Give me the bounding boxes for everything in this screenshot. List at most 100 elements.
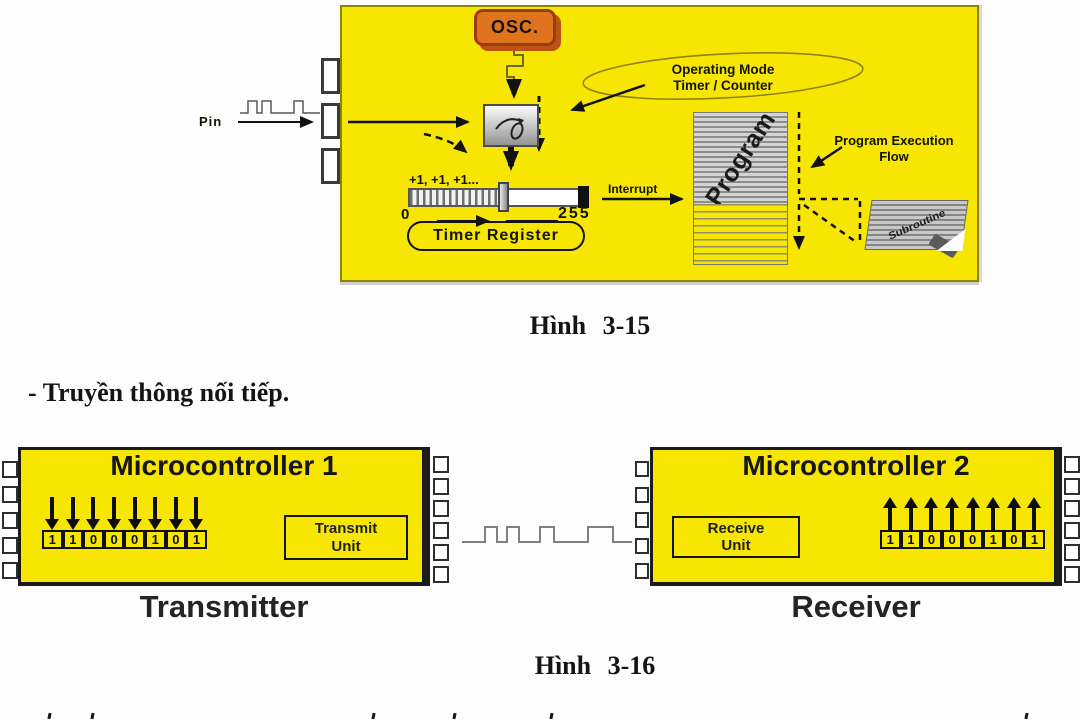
body-text: - Truyền thông nối tiếp. xyxy=(28,378,290,407)
timer-register-label: Timer Register xyxy=(433,227,559,244)
down-arrow-icon xyxy=(107,494,122,530)
cut-off-text-fragment xyxy=(1024,712,1029,720)
bit-cell: 0 xyxy=(103,530,125,549)
bit-column: 0 xyxy=(83,494,104,549)
interrupt-label: Interrupt xyxy=(608,182,658,196)
mc1-right-pins xyxy=(433,456,449,583)
transmit-unit-line1: Transmit xyxy=(314,520,378,538)
bit-column: 1 xyxy=(186,494,207,549)
bit-cell: 1 xyxy=(144,530,166,549)
receiver-label: Receiver xyxy=(791,589,921,624)
chip-pin xyxy=(1064,522,1080,539)
bit-column: 0 xyxy=(103,494,125,549)
up-arrow-icon xyxy=(945,494,960,530)
chip-pin xyxy=(635,512,649,528)
chip-pin xyxy=(433,544,449,561)
mc2-title: Microcontroller 2 xyxy=(742,450,970,481)
chip-pin xyxy=(433,500,449,517)
timer-register-box: Timer Register xyxy=(407,221,585,251)
program-memory-box: Program xyxy=(693,112,788,265)
bit-cell: 0 xyxy=(124,530,145,549)
up-arrow-icon xyxy=(1006,494,1021,530)
up-arrow-icon xyxy=(986,494,1001,530)
down-arrow-icon xyxy=(65,494,80,530)
chip-pin xyxy=(1064,456,1080,473)
bit-column: 1 xyxy=(880,494,901,549)
cut-off-text-fragment xyxy=(452,712,457,720)
bit-cell: 1 xyxy=(900,530,922,549)
chip-pin xyxy=(2,461,18,478)
chip-pin xyxy=(1064,478,1080,495)
pin-label: Pin xyxy=(199,114,223,129)
bit-cell: 1 xyxy=(62,530,84,549)
transmit-unit-box: Transmit Unit xyxy=(284,515,408,560)
chip-pin xyxy=(433,566,449,583)
bit-cell: 0 xyxy=(921,530,942,549)
bit-cell: 0 xyxy=(83,530,104,549)
chip-pin xyxy=(635,486,649,503)
program-memory-bottom xyxy=(694,204,787,264)
program-label: Program xyxy=(699,113,781,204)
down-arrow-icon xyxy=(168,494,183,530)
cut-off-text-fragment xyxy=(549,712,554,720)
bit-cell: 1 xyxy=(880,530,901,549)
bit-cell: 1 xyxy=(1024,530,1045,549)
chip-pin xyxy=(1064,544,1080,561)
bit-cell: 1 xyxy=(42,530,63,549)
bit-cell: 1 xyxy=(982,530,1004,549)
bit-column: 1 xyxy=(62,494,84,549)
down-arrow-icon xyxy=(189,494,204,530)
mode-switch-box xyxy=(483,104,539,147)
chip-pin xyxy=(635,537,649,554)
chip-pin xyxy=(2,511,18,529)
bit-column: 1 xyxy=(1024,494,1045,549)
chip-pin xyxy=(321,148,340,184)
mc2-left-pins xyxy=(635,461,649,579)
serial-waveform xyxy=(462,526,632,543)
receive-unit-line1: Receive xyxy=(707,519,765,537)
transmitter-label: Transmitter xyxy=(139,589,309,624)
increment-label: +1, +1, +1... xyxy=(409,172,479,187)
chip-pin xyxy=(433,456,449,473)
down-arrow-icon xyxy=(148,494,163,530)
operating-mode-label: Operating Mode Timer / Counter xyxy=(610,62,836,94)
bit-cell: 1 xyxy=(186,530,207,549)
down-arrow-icon xyxy=(86,494,101,530)
timer-bar-handle xyxy=(498,182,509,212)
chip-pin xyxy=(2,562,18,579)
receive-unit-box: Receive Unit xyxy=(672,516,800,558)
exec-flow-line2: Flow xyxy=(879,148,909,164)
up-arrow-icon xyxy=(965,494,980,530)
page-fold-cut xyxy=(936,229,966,251)
timer-bar-remaining xyxy=(509,188,580,207)
switch-icon xyxy=(495,117,524,140)
pin-pulse-waveform xyxy=(240,100,320,114)
bit-column: 0 xyxy=(124,494,145,549)
subroutine-page: Subroutine xyxy=(864,200,969,259)
cut-off-text-fragment xyxy=(47,712,52,720)
mc1-left-pins xyxy=(2,461,18,579)
mc1-title: Microcontroller 1 xyxy=(110,450,338,481)
chip-pin xyxy=(433,478,449,495)
chip-pin xyxy=(433,522,449,539)
osc-label: OSC. xyxy=(490,17,539,37)
bit-column: 0 xyxy=(165,494,187,549)
chip-pin xyxy=(2,486,18,504)
bit-column: 1 xyxy=(900,494,922,549)
operating-mode-line2: Timer / Counter xyxy=(673,78,773,94)
bit-column: 0 xyxy=(1003,494,1025,549)
program-memory-top: Program xyxy=(694,113,787,204)
range-min-label: 0 xyxy=(401,206,410,223)
receive-unit-line2: Unit xyxy=(721,537,751,554)
bit-column: 0 xyxy=(941,494,963,549)
bit-cell: 0 xyxy=(962,530,983,549)
chip-pin xyxy=(635,461,649,477)
chip-pin xyxy=(1064,500,1080,517)
exec-flow-label: Program Execution Flow xyxy=(818,133,970,164)
range-max-label: 255 xyxy=(558,205,591,222)
bit-column: 0 xyxy=(921,494,942,549)
mc2-right-pins xyxy=(1064,456,1080,583)
